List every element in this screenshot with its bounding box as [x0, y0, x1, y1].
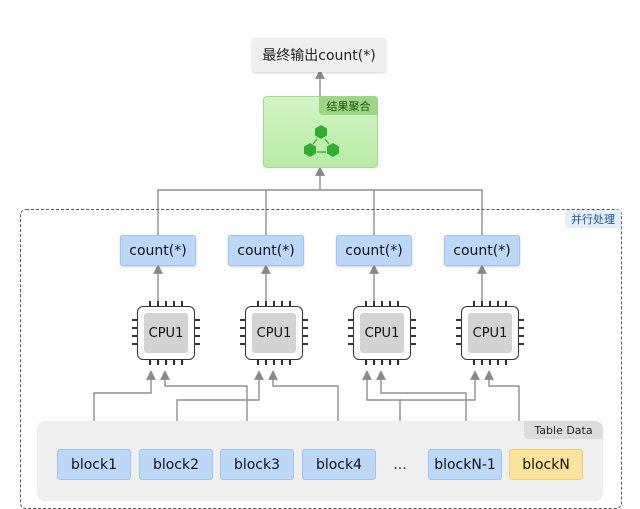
cpu-chip-icon: CPU1: [240, 301, 308, 365]
ellipsis: ...: [393, 456, 407, 473]
count-box-4: count(*): [444, 235, 520, 266]
count-box-2: count(*): [228, 235, 304, 266]
aggregation-label: 结果聚合: [319, 96, 378, 115]
block-4: block4: [302, 449, 376, 480]
aggregation-triangle-icon: [304, 125, 339, 157]
cpu-label: CPU1: [148, 325, 184, 341]
cpu-chip-icon: CPU1: [132, 301, 200, 365]
parallel-processing-label: 并行处理: [565, 210, 621, 228]
final-output-box: 最终输出count(*): [252, 38, 386, 72]
cpu-chip-icon: CPU1: [456, 301, 524, 365]
cpu-chip-icon: CPU1: [348, 301, 416, 365]
cpu-label: CPU1: [256, 325, 292, 341]
count-box-3: count(*): [336, 235, 412, 266]
block-n-minus-1: blockN-1: [428, 449, 502, 480]
block-2: block2: [139, 449, 213, 480]
count-box-1: count(*): [120, 235, 196, 266]
table-data-label: Table Data: [524, 421, 603, 439]
cpu-label: CPU1: [472, 325, 508, 341]
final-output-label: 最终输出count(*): [262, 48, 376, 64]
block-3: block3: [220, 449, 294, 480]
cpu-label: CPU1: [364, 325, 400, 341]
block-1: block1: [57, 449, 131, 480]
block-n: blockN: [509, 449, 583, 480]
